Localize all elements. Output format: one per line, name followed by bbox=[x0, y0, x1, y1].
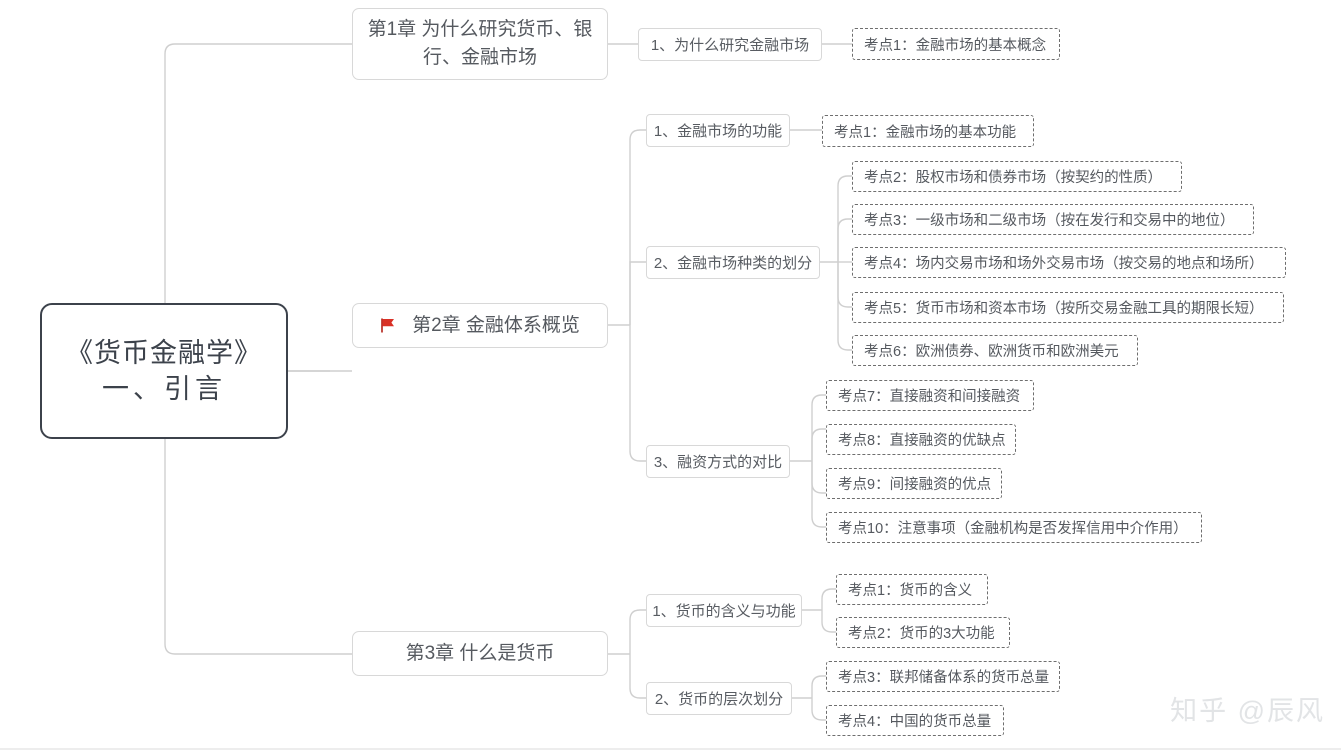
leaf-label: 考点7：直接融资和间接融资 bbox=[838, 389, 1021, 405]
leaf-label: 考点1：金融市场的基本功能 bbox=[834, 124, 1017, 141]
leaf-label: 考点3：联邦储备体系的货币总量 bbox=[838, 670, 1050, 686]
subtopic-ch3-1[interactable]: 1、货币的含义与功能 bbox=[646, 594, 802, 627]
leaf-label: 考点2：货币的3大功能 bbox=[848, 626, 995, 642]
leaf-label: 考点1：金融市场的基本概念 bbox=[864, 37, 1047, 54]
subtopic-label: 1、为什么研究金融市场 bbox=[650, 37, 810, 54]
red-flag-icon bbox=[380, 318, 396, 333]
leaf-ch2-3-3[interactable]: 考点9：间接融资的优点 bbox=[826, 468, 1002, 499]
subtopic-ch2-2[interactable]: 2、金融市场种类的划分 bbox=[646, 246, 820, 279]
leaf-ch2-1-1[interactable]: 考点1：金融市场的基本功能 bbox=[822, 115, 1034, 147]
subtopic-label: 1、金融市场的功能 bbox=[653, 123, 783, 140]
leaf-ch2-3-4[interactable]: 考点10：注意事项（金融机构是否发挥信用中介作用） bbox=[826, 512, 1202, 543]
leaf-ch3-1-2[interactable]: 考点2：货币的3大功能 bbox=[836, 617, 1010, 648]
root-node[interactable]: 《货币金融学》 一、引言 bbox=[40, 303, 288, 439]
leaf-ch3-2-2[interactable]: 考点4：中国的货币总量 bbox=[826, 705, 1004, 736]
leaf-label: 考点9：间接融资的优点 bbox=[838, 477, 992, 493]
chapter-1-line-2: 行、金融市场 bbox=[422, 47, 537, 68]
leaf-ch2-3-1[interactable]: 考点7：直接融资和间接融资 bbox=[826, 380, 1034, 411]
chapter-node-2[interactable]: 第2章 金融体系概览 bbox=[352, 303, 608, 348]
chapter-node-3[interactable]: 第3章 什么是货币 bbox=[352, 631, 608, 676]
subtopic-ch3-2[interactable]: 2、货币的层次划分 bbox=[646, 682, 792, 715]
leaf-label: 考点2：股权市场和债券市场（按契约的性质） bbox=[864, 170, 1163, 186]
subtopic-label: 2、金融市场种类的划分 bbox=[653, 255, 813, 272]
leaf-ch2-2-4[interactable]: 考点5：货币市场和资本市场（按所交易金融工具的期限长短） bbox=[852, 292, 1284, 323]
subtopic-label: 1、货币的含义与功能 bbox=[652, 603, 796, 620]
leaf-label: 考点8：直接融资的优缺点 bbox=[838, 433, 1006, 449]
subtopic-ch2-3[interactable]: 3、融资方式的对比 bbox=[646, 445, 790, 478]
leaf-ch2-3-2[interactable]: 考点8：直接融资的优缺点 bbox=[826, 424, 1016, 455]
watermark: 知乎 @辰风 bbox=[1170, 696, 1325, 726]
leaf-label: 考点3：一级市场和二级市场（按在发行和交易中的地位） bbox=[864, 213, 1235, 229]
subtopic-ch2-1[interactable]: 1、金融市场的功能 bbox=[646, 114, 790, 147]
bottom-divider bbox=[0, 748, 1341, 750]
chapter-1-line-1: 第1章 为什么研究货币、银 bbox=[367, 19, 593, 41]
leaf-label: 考点6：欧洲债券、欧洲货币和欧洲美元 bbox=[864, 344, 1119, 360]
leaf-ch1-1-1[interactable]: 考点1：金融市场的基本概念 bbox=[852, 28, 1060, 60]
chapter-3-label: 第3章 什么是货币 bbox=[405, 642, 555, 664]
subtopic-label: 3、融资方式的对比 bbox=[653, 454, 783, 471]
leaf-ch2-2-1[interactable]: 考点2：股权市场和债券市场（按契约的性质） bbox=[852, 161, 1182, 192]
chapter-2-label: 第2章 金融体系概览 bbox=[412, 314, 580, 336]
leaf-label: 考点4：中国的货币总量 bbox=[838, 714, 992, 730]
root-line-1: 《货币金融学》 bbox=[66, 337, 262, 368]
subtopic-label: 2、货币的层次划分 bbox=[654, 691, 784, 708]
chapter-node-1[interactable]: 第1章 为什么研究货币、银 行、金融市场 bbox=[352, 8, 608, 80]
leaf-label: 考点5：货币市场和资本市场（按所交易金融工具的期限长短） bbox=[864, 301, 1264, 317]
subtopic-ch1-1[interactable]: 1、为什么研究金融市场 bbox=[638, 28, 822, 61]
leaf-ch3-2-1[interactable]: 考点3：联邦储备体系的货币总量 bbox=[826, 661, 1060, 692]
root-line-2: 一、引言 bbox=[102, 374, 226, 404]
leaf-label: 考点4：场内交易市场和场外交易市场（按交易的地点和场所） bbox=[864, 256, 1264, 272]
leaf-label: 考点10：注意事项（金融机构是否发挥信用中介作用） bbox=[838, 521, 1188, 537]
leaf-label: 考点1：货币的含义 bbox=[848, 583, 973, 599]
leaf-ch2-2-5[interactable]: 考点6：欧洲债券、欧洲货币和欧洲美元 bbox=[852, 335, 1138, 366]
leaf-ch2-2-3[interactable]: 考点4：场内交易市场和场外交易市场（按交易的地点和场所） bbox=[852, 247, 1286, 278]
leaf-ch3-1-1[interactable]: 考点1：货币的含义 bbox=[836, 574, 988, 605]
leaf-ch2-2-2[interactable]: 考点3：一级市场和二级市场（按在发行和交易中的地位） bbox=[852, 204, 1254, 235]
